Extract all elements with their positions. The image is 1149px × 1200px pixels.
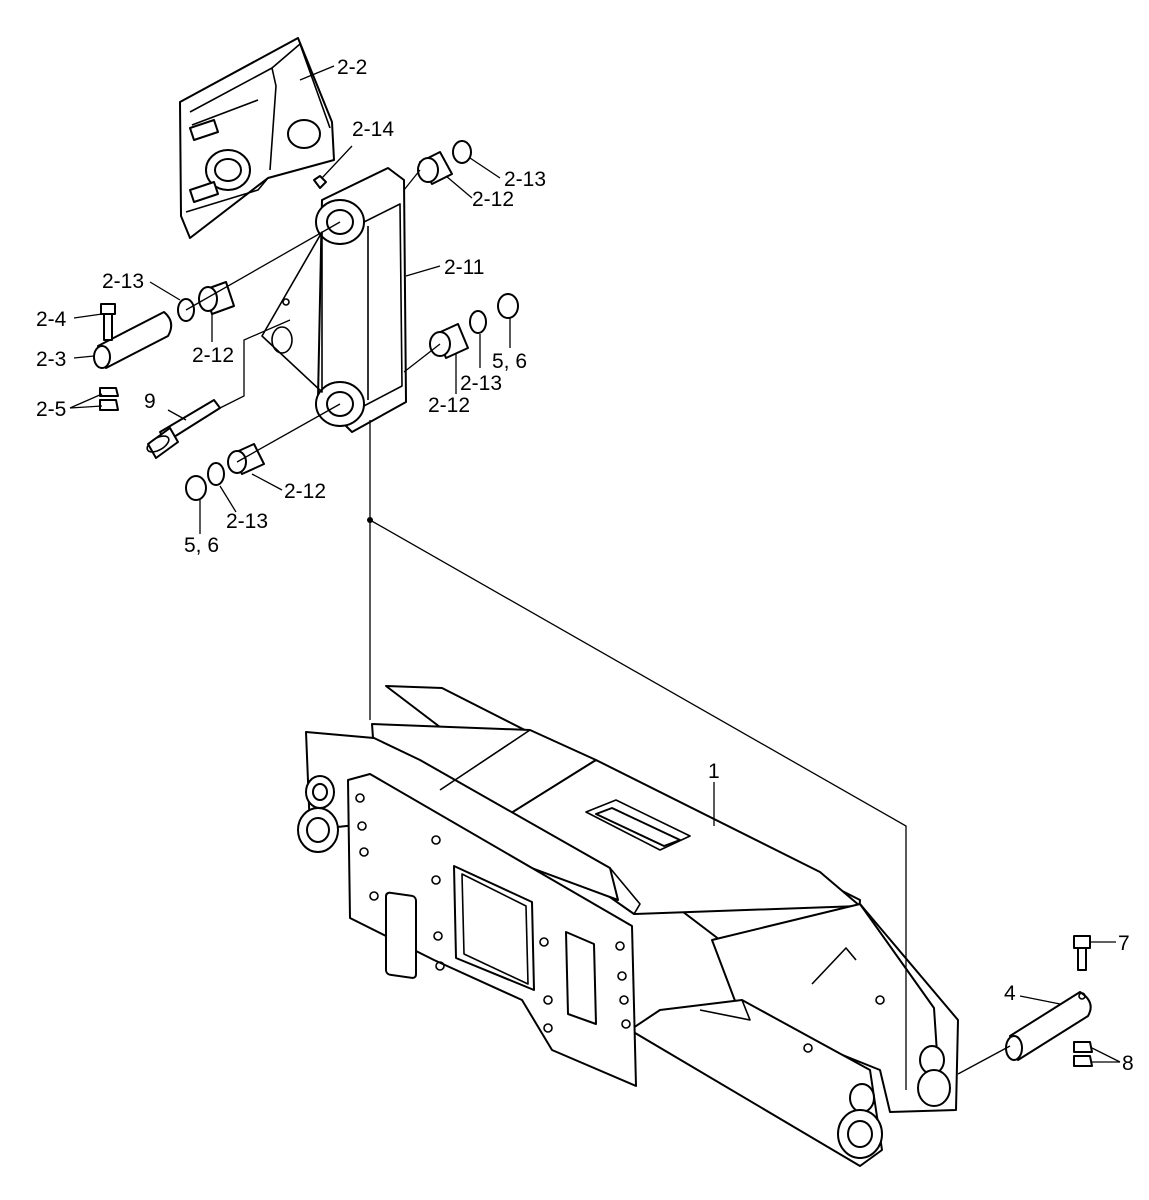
callout-2-12-bottom: 2-12 (284, 480, 326, 503)
callout-2-12-top: 2-12 (472, 188, 514, 211)
callout-2-2: 2-2 (337, 56, 367, 79)
callout-4: 4 (1004, 982, 1016, 1005)
callout-2-13-bottom: 2-13 (226, 510, 268, 533)
callout-7: 7 (1118, 932, 1130, 955)
part-5-6-shim-bottom (185, 475, 207, 501)
callout-5-6-right: 5, 6 (492, 350, 527, 373)
callout-2-13-left: 2-13 (102, 270, 144, 293)
callout-2-4: 2-4 (36, 308, 67, 331)
callout-1: 1 (708, 760, 720, 783)
part-2-12-bushing-top (417, 151, 453, 185)
part-2-4-bolt (100, 303, 116, 341)
part-5-6-shim-right (497, 293, 519, 319)
part-2-2-bracket (179, 37, 335, 239)
part-2-3-pin (93, 311, 173, 369)
callout-2-14: 2-14 (352, 118, 394, 141)
part-2-13-ring-top (452, 140, 472, 164)
part-2-12-bushing-left (198, 281, 235, 315)
leader-lines (69, 65, 1121, 1063)
part-2-13-ring-bottom (207, 462, 225, 486)
callout-2-5: 2-5 (36, 398, 66, 421)
callout-2-13-right: 2-13 (460, 372, 502, 395)
part-7-bolt (1073, 935, 1091, 971)
callout-labels: 2-2 2-14 2-13 2-12 2-11 2-13 2-4 2-3 2-1… (36, 56, 1134, 1075)
assembly-lines (185, 169, 1011, 1090)
part-2-5-nuts (99, 387, 119, 411)
part-2-12-bushing-bottom (227, 443, 265, 475)
callout-2-11: 2-11 (444, 256, 484, 279)
callout-2-3: 2-3 (36, 348, 66, 371)
callout-2-13-top: 2-13 (504, 168, 546, 191)
part-1-frame (297, 685, 959, 1167)
part-8-nuts (1073, 1041, 1093, 1067)
part-2-12-bushing-right (429, 323, 469, 359)
part-9-lock-pin (146, 399, 221, 459)
part-2-13-ring-right (469, 310, 487, 334)
callout-2-12-right: 2-12 (428, 394, 470, 417)
callout-9: 9 (144, 390, 156, 413)
part-2-11-link (261, 167, 407, 433)
callout-2-12-left: 2-12 (192, 344, 234, 367)
callout-5-6-bottom: 5, 6 (184, 534, 219, 557)
callout-8: 8 (1122, 1052, 1134, 1075)
